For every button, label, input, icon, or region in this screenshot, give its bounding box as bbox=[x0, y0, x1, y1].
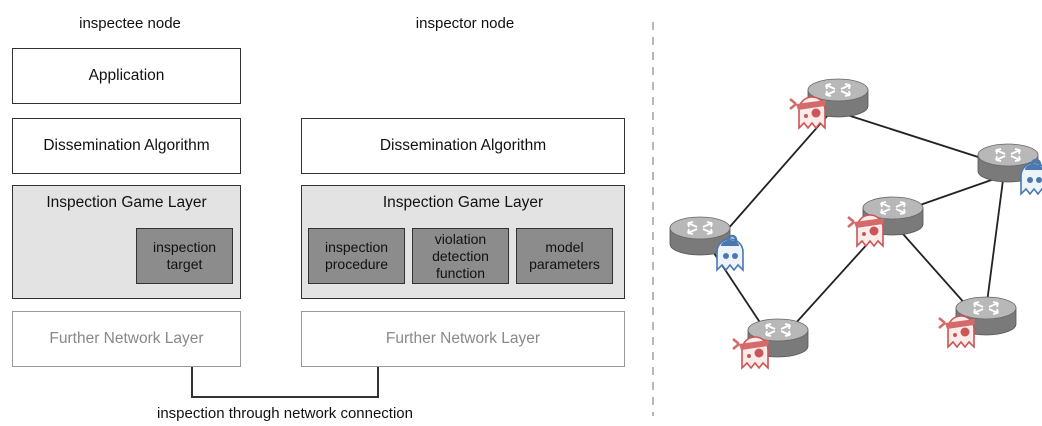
inspectee-ghost-icon bbox=[731, 335, 771, 370]
inspection-target-module: inspection target bbox=[136, 228, 233, 284]
network-connection-bracket bbox=[191, 367, 379, 398]
game-layer-title: Inspection Game Layer bbox=[382, 194, 544, 211]
inspector-dissemination-layer: Dissemination Algorithm bbox=[301, 118, 625, 174]
application-layer-label: Application bbox=[88, 67, 165, 84]
edge-right-bottomright bbox=[985, 179, 1004, 311]
further-network-layer-label: Further Network Layer bbox=[49, 330, 204, 347]
inspectee-application-layer: Application bbox=[12, 48, 241, 104]
dissemination-layer-label: Dissemination Algorithm bbox=[43, 137, 210, 154]
model-parameters-module: model parameters bbox=[516, 228, 613, 284]
inspection-procedure-module: inspection procedure bbox=[308, 228, 405, 284]
dissemination-layer-label: Dissemination Algorithm bbox=[379, 137, 547, 154]
inspectee-inspection-game-layer: Inspection Game Layer inspection target bbox=[12, 185, 241, 299]
edge-top-right bbox=[837, 111, 1004, 166]
violation-detection-module: violation detection function bbox=[412, 228, 509, 284]
inspectee-node-label: inspectee node bbox=[79, 15, 181, 32]
inspectee-dissemination-layer: Dissemination Algorithm bbox=[12, 118, 241, 174]
inspectee-further-network-layer: Further Network Layer bbox=[12, 311, 241, 367]
edge-top-left bbox=[726, 114, 829, 231]
connection-label: inspection through network connection bbox=[157, 405, 413, 422]
inspector-inspection-game-layer: Inspection Game Layer inspection procedu… bbox=[301, 185, 625, 299]
edge-center-bottomright bbox=[894, 224, 976, 316]
inspectee-ghost-icon bbox=[788, 95, 828, 130]
inspectee-ghost-icon bbox=[846, 213, 886, 248]
edge-center-bottomleft bbox=[784, 229, 881, 336]
further-network-layer-label: Further Network Layer bbox=[385, 330, 541, 347]
game-layer-title: Inspection Game Layer bbox=[46, 194, 207, 211]
inspector-node-label: inspector node bbox=[415, 15, 515, 32]
inspector-further-network-layer: Further Network Layer bbox=[301, 311, 625, 367]
inspectee-ghost-icon bbox=[937, 314, 977, 349]
